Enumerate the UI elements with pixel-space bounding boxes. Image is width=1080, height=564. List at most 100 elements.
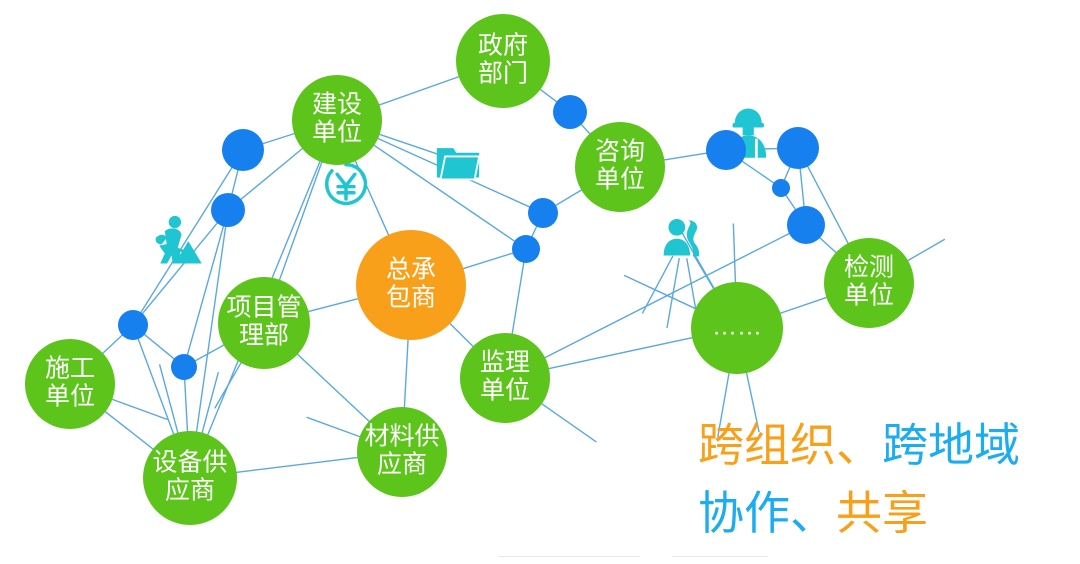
edge-d3-equipment xyxy=(137,337,175,437)
edge-d2-d4 xyxy=(186,225,225,356)
edge-stub-1 xyxy=(680,230,715,289)
edge-d4-equipment xyxy=(183,378,189,434)
slogan-line-1: 跨组织、跨地域 xyxy=(698,419,1020,471)
edge-owner-govt xyxy=(377,75,462,107)
blue-node-dot[interactable] xyxy=(777,127,819,169)
blue-node-dot[interactable] xyxy=(772,179,790,197)
edge-stub-2 xyxy=(732,223,737,283)
edge-owner-d2 xyxy=(239,146,305,201)
edge-consult-d8 xyxy=(661,152,708,161)
edge-owner-d1 xyxy=(261,132,297,145)
blue-node-dot[interactable] xyxy=(787,206,825,244)
node-label-constructor: 单位 xyxy=(45,383,95,411)
bottom-divider-left xyxy=(498,556,640,557)
node-label-contractor: 包商 xyxy=(386,284,436,312)
edge-d7-consult xyxy=(580,123,592,136)
edge-d9-inspect xyxy=(806,165,850,246)
edge-stub-6 xyxy=(641,255,674,314)
blue-dot-layer xyxy=(118,95,825,380)
node-label-consult: 咨询 xyxy=(595,138,645,166)
node-label-govt: 部门 xyxy=(478,60,528,88)
edge-stub-14 xyxy=(541,403,597,443)
node-label-inspect: 检测 xyxy=(844,254,894,282)
edge-stub-11 xyxy=(111,398,168,420)
edge-owner-d6 xyxy=(371,143,516,243)
edge-etc-inspect xyxy=(778,296,829,315)
edge-d9-d11 xyxy=(799,167,805,208)
edge-supervise-etc xyxy=(546,336,695,370)
edge-owner-folder-icon xyxy=(377,133,438,155)
edge-d1-d3 xyxy=(139,166,233,314)
blue-node-dot[interactable] xyxy=(528,198,558,228)
edge-stub-4 xyxy=(745,372,760,433)
node-label-equipment: 设备供 xyxy=(152,449,227,477)
slogan-line-2: 协作、共享 xyxy=(698,487,928,539)
edge-d4-pmo xyxy=(194,343,227,362)
node-label-pmo: 理部 xyxy=(239,322,289,350)
edge-d9-d10 xyxy=(783,165,791,181)
edge-stub-12 xyxy=(907,238,946,262)
blue-node-dot[interactable] xyxy=(118,310,148,340)
edge-d5-consult xyxy=(554,188,584,207)
blue-node-dot[interactable] xyxy=(171,354,197,380)
node-etc[interactable]: …… xyxy=(691,282,783,374)
edge-d10-d11 xyxy=(785,194,797,211)
construction-worker-icon xyxy=(155,215,202,264)
edge-pmo-material xyxy=(295,352,372,424)
node-label-owner: 单位 xyxy=(312,119,362,147)
edge-stub-3 xyxy=(717,372,730,438)
node-label-owner: 建设 xyxy=(312,91,362,119)
node-layer: 政府部门建设单位咨询单位检测单位……监理单位项目管理部施工单位材料供应商设备供应… xyxy=(25,14,914,525)
edge-contractor-d6 xyxy=(460,252,514,270)
edge-d3-constructor xyxy=(100,334,124,356)
node-label-supervise: 单位 xyxy=(480,377,530,405)
blue-node-dot[interactable] xyxy=(222,129,264,171)
node-label-inspect: 单位 xyxy=(844,282,894,310)
edge-d11-inspect xyxy=(818,236,838,255)
node-label-equipment: 应商 xyxy=(165,477,215,505)
edge-stub-8 xyxy=(159,364,179,434)
node-label-pmo: 项目管 xyxy=(226,294,301,322)
edge-owner-pmo xyxy=(278,159,324,283)
edge-stub-7 xyxy=(686,257,698,317)
blue-node-dot[interactable] xyxy=(553,95,587,129)
slogan-line2-part2: 共享 xyxy=(836,487,928,539)
slogan-line2-part1: 协作、 xyxy=(698,487,836,539)
slogan-line1-part1: 跨组织、 xyxy=(698,419,882,471)
edge-stub-10 xyxy=(306,416,361,438)
edge-d5-d6 xyxy=(531,225,538,238)
edge-govt-d7 xyxy=(538,87,558,103)
node-label-supervise: 监理 xyxy=(480,349,530,377)
bottom-divider-right xyxy=(672,556,768,557)
edge-constructor-equipment xyxy=(103,409,156,451)
node-label-govt: 政府 xyxy=(478,32,528,60)
edge-d2-equipment xyxy=(195,225,227,435)
users-group-icon xyxy=(663,218,700,257)
blue-node-dot[interactable] xyxy=(211,193,245,227)
edge-pmo-contractor xyxy=(306,297,361,313)
edge-contractor-material xyxy=(403,337,409,410)
yuan-currency-icon xyxy=(324,162,368,206)
node-label-contractor: 总承 xyxy=(386,256,436,284)
blue-node-dot[interactable] xyxy=(512,235,540,263)
edge-d6-supervise xyxy=(511,261,525,337)
node-label-material: 应商 xyxy=(377,451,427,479)
node-label-constructor: 施工 xyxy=(45,355,95,383)
node-label-material: 材料供 xyxy=(364,423,439,451)
edge-stub-0 xyxy=(623,274,697,310)
folder-icon xyxy=(436,148,481,181)
edge-d2-d3 xyxy=(141,221,219,315)
edge-material-equipment xyxy=(234,456,360,474)
edge-stub-5 xyxy=(666,257,680,329)
blue-node-dot[interactable] xyxy=(706,130,746,170)
